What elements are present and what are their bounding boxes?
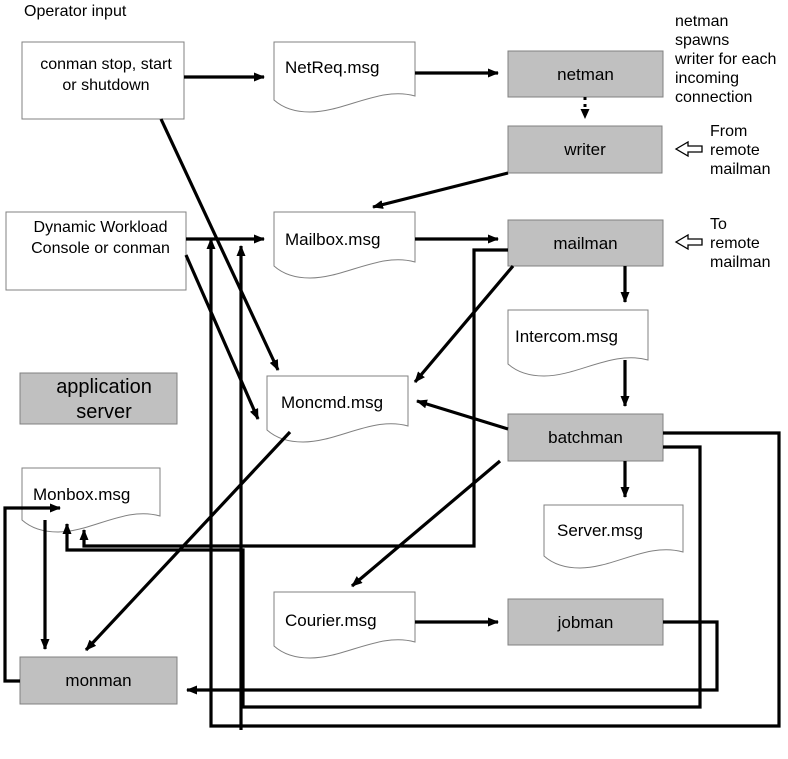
node-moncmd: [266, 375, 409, 443]
node-mailbox: [273, 211, 416, 279]
edge-batchman-to-moncmd: [416, 399, 509, 431]
edge-jobman-to-monman: [186, 620, 719, 695]
annotation-from-remote-mailman: From remote mailman: [710, 123, 771, 178]
node-mailman: [507, 219, 664, 267]
edge-conman-to-moncmd: [159, 118, 280, 371]
annotation-netman-spawns: netman spawns writer for each incoming c…: [675, 13, 777, 106]
edge-mailman-to-moncmd: [413, 264, 515, 384]
node-server: [543, 504, 684, 569]
to-remote-mailman-arrow-icon: [674, 233, 703, 251]
edge-writer-to-mailbox: [372, 171, 509, 209]
node-monbox: [21, 467, 161, 533]
node-writer: [507, 125, 663, 174]
edge-mailman-to-monbox: [62, 445, 702, 709]
node-console: [5, 211, 187, 291]
node-netreq: [273, 41, 416, 113]
node-jobman: [507, 598, 664, 646]
node-batchman: [507, 413, 664, 462]
edge-monman-to-monbox: [3, 503, 61, 683]
node-intercom: [507, 309, 649, 377]
annotation-to-remote-mailman: To remote mailman: [710, 216, 771, 271]
node-courier: [273, 591, 416, 659]
node-netman: [507, 50, 664, 98]
node-monman: [19, 656, 178, 705]
edge-mailman-to-mailbox-loop: [79, 248, 508, 548]
edge-batchman-to-courier: [350, 459, 502, 588]
node-conman: [21, 41, 185, 120]
from-remote-mailman-arrow-icon: [674, 140, 703, 158]
edge-moncmd-to-monman: [84, 430, 292, 652]
edge-batchman-to-monbox: [206, 238, 781, 728]
edge-console-to-moncmd: [184, 254, 260, 420]
legend-application-server: [19, 372, 178, 425]
page-title: Operator input: [24, 3, 127, 20]
